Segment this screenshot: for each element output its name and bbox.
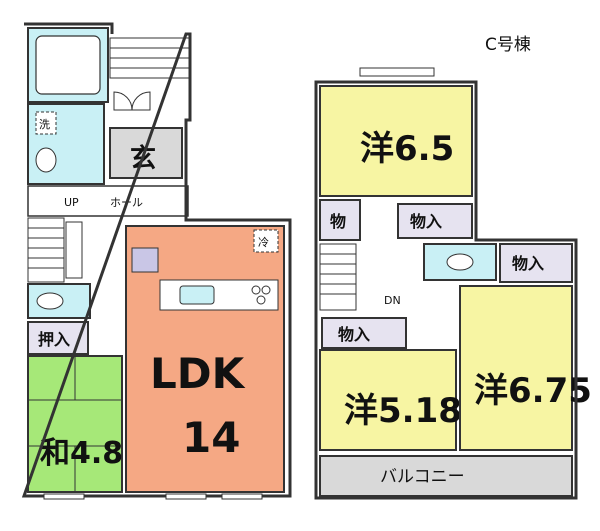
ldk-name: LDK	[150, 349, 246, 398]
fridge-label: 冷	[258, 236, 269, 249]
window-ldk-2	[221, 493, 263, 500]
window-washitsu	[43, 493, 85, 500]
kitchen-sink	[179, 285, 215, 305]
building-label: C号棟	[485, 35, 531, 55]
ldk-size: 14	[182, 413, 240, 462]
closet-1	[397, 203, 473, 239]
toilet	[36, 292, 64, 310]
wash-basin	[35, 147, 57, 173]
room-65-label: 洋6.5	[360, 129, 454, 169]
second-floor: 洋6.5 物 物入 物入 DN 物入 洋5.18 洋6.75	[314, 67, 592, 500]
storage-small-label: 物	[330, 212, 346, 231]
tatami-lines	[28, 356, 122, 492]
shoe-closet-door	[113, 91, 133, 111]
bathtub	[35, 35, 101, 95]
stair-up-label: UP	[64, 196, 79, 209]
burner-icon-2	[261, 285, 271, 295]
stairs-second	[319, 243, 357, 311]
genkan	[109, 127, 183, 179]
window-ldk	[165, 493, 207, 500]
room-675-label: 洋6.75	[474, 371, 592, 411]
toilet-2f-bowl	[446, 253, 474, 271]
first-floor: 洗 玄 UP ホール 押入	[21, 22, 292, 500]
stair-down-label: DN	[384, 294, 401, 307]
balcony-label: バルコニー	[380, 467, 465, 487]
storage-small	[319, 199, 361, 241]
room-518-label: 洋5.18	[344, 391, 462, 431]
room-675	[459, 285, 573, 451]
pantry-storage	[131, 247, 159, 273]
closet-3-label: 物入	[512, 254, 544, 273]
closet-1-label: 物入	[410, 212, 442, 231]
first-floor-outline	[21, 22, 292, 498]
burner-icon	[251, 285, 261, 295]
hall	[27, 185, 189, 217]
closet-2-label: 物入	[338, 325, 370, 344]
shoe-closet-door-2	[131, 91, 151, 111]
second-floor-outline	[314, 80, 578, 500]
kitchen-counter	[159, 279, 279, 311]
laundry-label: 洗	[39, 118, 50, 131]
closet-2	[321, 317, 407, 349]
room-65	[319, 85, 473, 197]
fridge-space	[253, 229, 279, 253]
oshiire-label: 押入	[38, 330, 70, 349]
closet-3	[499, 243, 573, 283]
burner-icon-3	[256, 295, 266, 305]
balcony	[319, 455, 573, 497]
laundry-space	[35, 111, 57, 135]
window-room-65	[359, 67, 435, 77]
stairs-first	[27, 217, 83, 283]
room-518	[319, 349, 457, 451]
